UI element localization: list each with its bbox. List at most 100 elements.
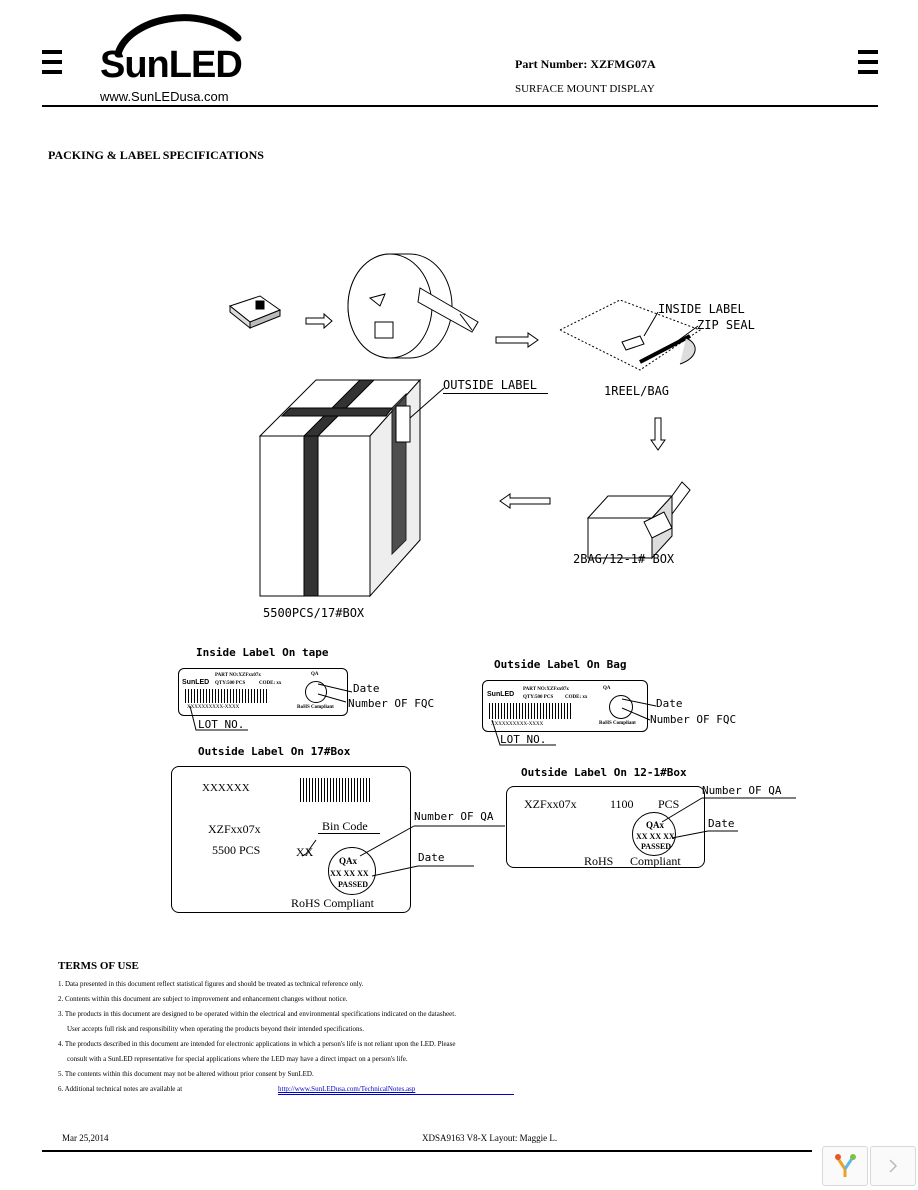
box12-stamp-passed: PASSED — [641, 842, 672, 851]
part-number: Part Number: XZFMG07A — [515, 57, 656, 71]
box12-date-label: Date — [708, 817, 735, 830]
box17-part: XZFxx07x — [208, 822, 261, 836]
box17-title: Outside Label On 17#Box — [198, 745, 351, 758]
smd-component — [228, 295, 282, 330]
arrow-right-2 — [495, 332, 539, 348]
yandex-logo-icon — [835, 1154, 856, 1177]
tape-lot-code: XXXXXXXXXX-XXXX — [187, 705, 240, 710]
bag-label-title: Outside Label On Bag — [494, 658, 627, 671]
zip-seal-caption: ZIP SEAL — [697, 318, 755, 332]
footer-date: Mar 25,2014 — [62, 1133, 109, 1143]
sunled-logo: SunLED — [100, 44, 243, 86]
anti-static-bag — [558, 299, 702, 371]
box17-stamp-date: XX XX XX — [330, 869, 369, 878]
page-title: PACKING & LABEL SPECIFICATIONS — [48, 148, 264, 162]
chevron-right-icon — [889, 1159, 898, 1173]
bag-qa: QA — [603, 686, 611, 691]
packing-diagram — [228, 253, 702, 598]
box12-rohs: RoHS — [584, 854, 614, 868]
box17-stamp-qa: QAx — [339, 856, 357, 866]
right-header-bars — [858, 50, 878, 80]
box17-bin-label: Bin Code — [322, 819, 368, 833]
bag-fqc-label: Number OF FQC — [650, 713, 737, 726]
left-header-bars — [42, 50, 62, 80]
box12-stamp-date: XX XX XX — [636, 832, 675, 841]
bag-lot-code: XXXXXXXXXX-XXXX — [491, 722, 544, 727]
bag-label-card: SunLED PART NO:XZFxx07x QTY:500 PCS CODE… — [482, 680, 648, 732]
reel-bag-caption: 1REEL/BAG — [604, 384, 670, 398]
box17-card — [171, 766, 411, 913]
box12-part: XZFxx07x — [524, 797, 577, 811]
box12-qa-label: Number OF QA — [702, 784, 782, 797]
box12-qty: 1100 — [610, 797, 634, 811]
tape-qty: QTY:500 PCS — [215, 681, 246, 686]
box17-rohs: RoHS Compliant — [291, 896, 375, 910]
bag-rohs: RoHS Compliant — [599, 721, 636, 726]
box12-pcs: PCS — [658, 797, 680, 811]
tape-fqc-label: Number OF FQC — [348, 697, 435, 710]
box12-stamp — [632, 812, 676, 856]
link-underline — [278, 1094, 514, 1095]
box17-qty: 5500 PCS — [212, 843, 261, 857]
reel — [347, 253, 479, 359]
box17-stamp-passed: PASSED — [338, 880, 369, 889]
sunled-logo-arc — [114, 14, 242, 58]
header-rule — [42, 105, 878, 107]
big-box-caption: 5500PCS/17#BOX — [263, 606, 365, 620]
bag-date-label: Date — [656, 697, 683, 710]
tape-lot-label: LOT NO. — [198, 718, 245, 731]
bag-box-caption: 2BAG/12-1# BOX — [573, 552, 675, 566]
arrow-down — [650, 417, 666, 451]
terms-line-3: 3. The products in this document are des… — [58, 1010, 456, 1018]
next-page-button[interactable] — [870, 1146, 916, 1186]
small-box — [586, 481, 691, 560]
terms-line-2: 2. Contents within this document are sub… — [58, 995, 348, 1003]
tape-code: CODE: xx — [259, 681, 282, 686]
big-box — [258, 378, 422, 598]
tape-qa: QA — [311, 672, 319, 677]
terms-line-4: 4. The products described in this docume… — [58, 1040, 456, 1048]
footer-doc-info: XDSA9163 V8-X Layout: Maggie L. — [422, 1133, 558, 1143]
box17-date-label: Date — [418, 851, 445, 864]
technical-notes-link[interactable]: http://www.SunLEDusa.com/TechnicalNotes.… — [278, 1085, 416, 1093]
inside-label-caption: INSIDE LABEL — [658, 302, 745, 316]
terms-line-4b: consult with a SunLED representative for… — [67, 1055, 408, 1063]
terms-line-5: 5. The contents within this document may… — [58, 1070, 314, 1078]
arrow-left — [499, 493, 551, 509]
bag-stamp — [609, 695, 633, 719]
box17-bin-value: XX — [296, 845, 314, 859]
box17-barcode — [300, 778, 370, 802]
header-subtitle: SURFACE MOUNT DISPLAY — [515, 83, 655, 95]
tape-label-card: SunLED PART NO:XZFxx07x QTY:500 PCS CODE… — [178, 668, 348, 716]
box17-stamp — [328, 847, 376, 895]
tape-part: PART NO:XZFxx07x — [215, 673, 261, 678]
tape-barcode — [185, 689, 269, 703]
bag-part: PART NO:XZFxx07x — [523, 687, 569, 692]
box17-qa-label: Number OF QA — [414, 810, 494, 823]
bag-brand: SunLED — [487, 691, 515, 698]
outside-label-rule — [443, 393, 548, 394]
tape-date-label: Date — [353, 682, 380, 695]
logo-website: www.SunLEDusa.com — [100, 89, 229, 104]
terms-line-6: 6. Additional technical notes are availa… — [58, 1085, 183, 1093]
tape-brand: SunLED — [182, 679, 210, 686]
arrow-right-1 — [305, 312, 333, 330]
tape-stamp — [305, 681, 327, 703]
terms-title: TERMS OF USE — [58, 960, 139, 972]
bag-code: CODE: xx — [565, 695, 588, 700]
tape-label-title: Inside Label On tape — [196, 646, 329, 659]
bag-qty: QTY:500 PCS — [523, 695, 554, 700]
tape-rohs: RoHS Compliant — [297, 705, 334, 710]
bag-barcode — [489, 703, 573, 719]
footer-rule — [42, 1150, 812, 1152]
box12-stamp-qa: QAx — [646, 820, 664, 830]
bag-lot-label: LOT NO. — [500, 733, 547, 746]
viewer-logo-button[interactable] — [822, 1146, 868, 1186]
outside-label-caption: OUTSIDE LABEL — [443, 378, 537, 392]
terms-line-3b: User accepts full risk and responsibilit… — [67, 1025, 365, 1033]
box12-compliant: Compliant — [630, 854, 681, 868]
box12-title: Outside Label On 12-1#Box — [521, 766, 687, 779]
terms-line-1: 1. Data presented in this document refle… — [58, 980, 364, 988]
box17-code: XXXXXX — [202, 782, 250, 794]
